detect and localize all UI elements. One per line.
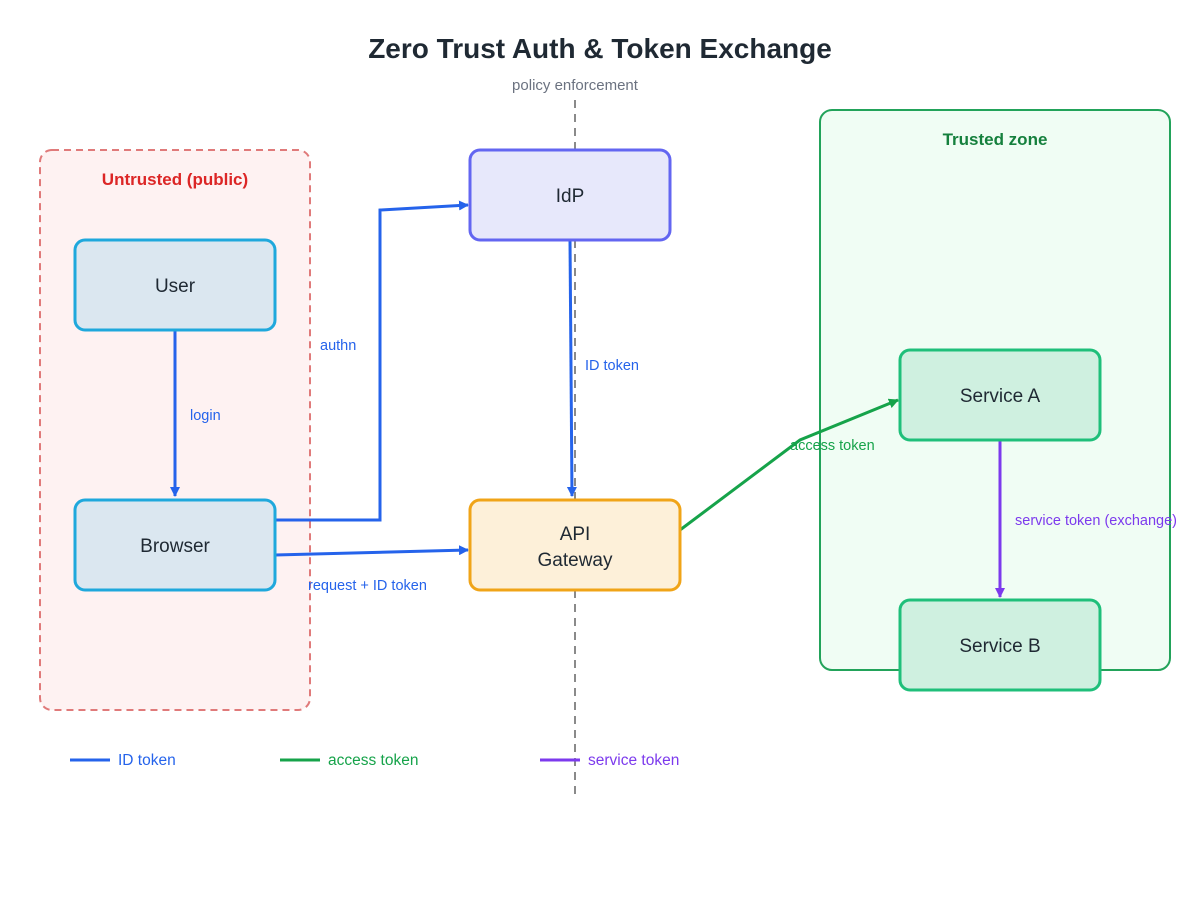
- edge-id-token: [566, 239, 577, 497]
- node-idp-label: IdP: [556, 186, 585, 207]
- node-service-b: Service B: [898, 598, 1102, 692]
- node-gateway-label-line2: Gateway: [538, 550, 613, 571]
- node-service-a-label: Service A: [960, 386, 1041, 407]
- legend-label-id-token: ID token: [118, 752, 176, 769]
- edge-label-access-token: access token: [790, 438, 875, 454]
- node-api-gateway: API Gateway: [468, 498, 682, 592]
- legend-label-access-token: access token: [328, 752, 418, 769]
- edge-request: [274, 545, 469, 557]
- trusted-zone-label: Trusted zone: [943, 130, 1048, 149]
- node-user-label: User: [155, 276, 196, 297]
- untrusted-zone-label: Untrusted (public): [102, 170, 248, 189]
- policy-enforcement-label: policy enforcement: [512, 77, 639, 94]
- legend: ID token access token service token: [70, 752, 679, 769]
- diagram-title: Zero Trust Auth & Token Exchange: [368, 33, 832, 64]
- node-user: User: [73, 238, 277, 332]
- node-gateway-label-line1: API: [560, 524, 591, 545]
- node-browser-label: Browser: [140, 536, 210, 557]
- edge-access-token: [679, 398, 899, 532]
- node-service-b-label: Service B: [959, 636, 1040, 657]
- edge-label-authn: authn: [320, 338, 356, 354]
- edge-label-service-token: service token (exchange): [1015, 513, 1177, 529]
- edge-label-login: login: [190, 408, 221, 424]
- edge-authn: [275, 200, 469, 522]
- edge-label-id-token: ID token: [585, 358, 639, 374]
- node-browser: Browser: [73, 498, 277, 592]
- edge-label-request: request + ID token: [308, 578, 427, 594]
- node-service-a: Service A: [898, 348, 1102, 442]
- node-idp: IdP: [468, 148, 672, 242]
- legend-label-service-token: service token: [588, 752, 679, 769]
